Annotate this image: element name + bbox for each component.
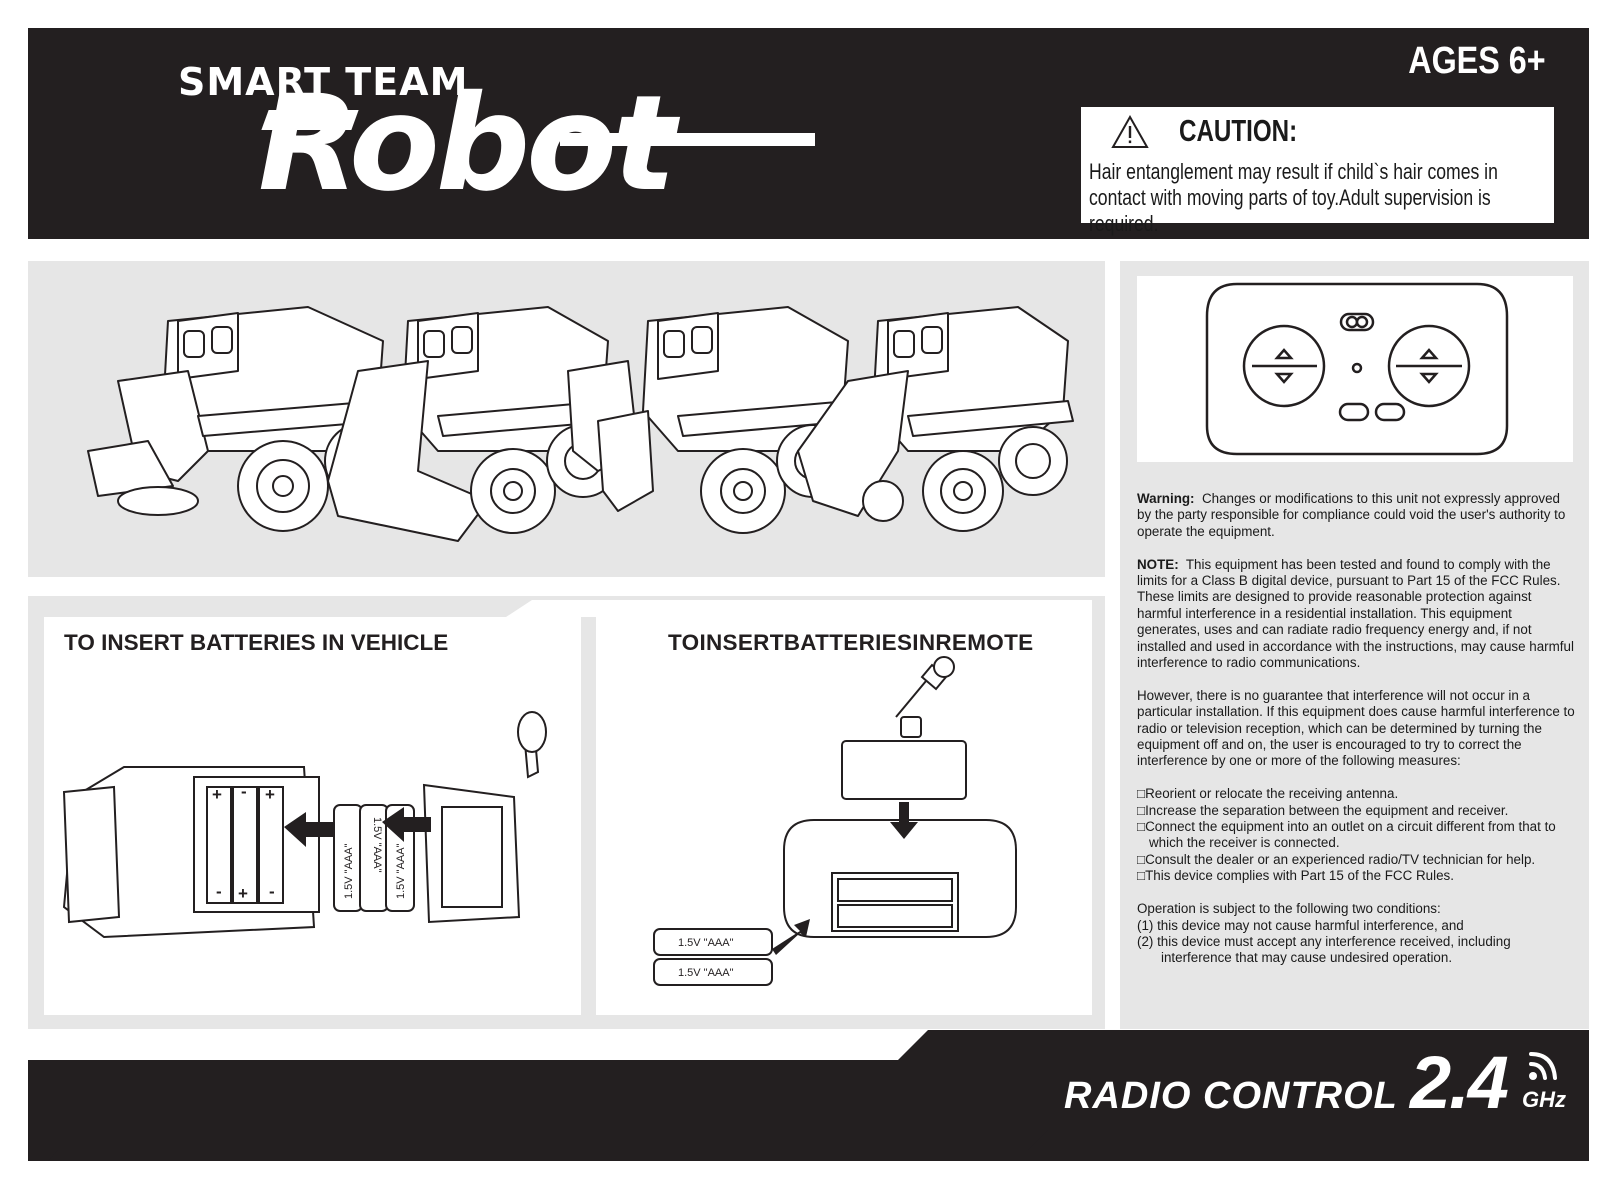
cell-label: 1.5V "AAA"	[395, 843, 407, 899]
battery-slot	[232, 786, 258, 904]
cell-plus: +	[212, 785, 222, 804]
left-button-icon	[1338, 402, 1370, 422]
measure-item: □This device complies with Part 15 of th…	[1137, 868, 1454, 884]
measure-item: □Consult the dealer or an experienced ra…	[1137, 851, 1536, 867]
battery-slot	[206, 786, 232, 904]
cell-minus: -	[241, 782, 247, 801]
remote-controller-illustration	[1205, 282, 1509, 456]
robot-variants-panel	[28, 261, 1105, 577]
frequency-unit: GHz	[1522, 1087, 1566, 1112]
cell-plus: +	[265, 785, 275, 804]
remote-battery-title: TOINSERTBATTERIESINREMOTE	[668, 630, 1034, 655]
condition-item: (2) this device must accept any interfer…	[1137, 933, 1511, 966]
cell-plus: +	[238, 884, 248, 903]
caution-box: CAUTION: Hair entanglement may result if…	[1081, 107, 1554, 236]
cell-label: 1.5V "AAA"	[678, 937, 734, 949]
warning-label: Warning:	[1137, 491, 1195, 506]
however-text: However, there is no guarantee that inte…	[1137, 687, 1575, 769]
robot-variants-illustration	[87, 306, 1074, 542]
caution-title: CAUTION:	[1179, 113, 1298, 148]
footer-banner	[28, 1030, 1589, 1161]
remote-battery-illustration: 1.5V "AAA" 1.5V "AAA"	[653, 656, 1017, 986]
note-text: This equipment has been tested and found…	[1137, 556, 1574, 671]
warning-triangle-icon	[1111, 115, 1149, 148]
battery-panel-tabs	[44, 600, 1092, 617]
robot-variant-3	[567, 306, 854, 534]
battery-slot	[258, 786, 284, 904]
measure-item: □Reorient or relocate the receiving ante…	[1137, 786, 1399, 802]
age-rating: AGES 6+	[1408, 40, 1546, 82]
operation-text: Operation is subject to the following tw…	[1137, 901, 1441, 917]
cell-label: 1.5V "AAA"	[678, 967, 734, 979]
battery-slot	[837, 904, 953, 928]
fcc-statement: Warning: Changes or modifications to thi…	[1137, 491, 1577, 967]
caution-text: Hair entanglement may result if child`s …	[1089, 159, 1498, 236]
cell-minus: -	[269, 882, 275, 901]
condition-item: (1) this device may not cause harmful in…	[1137, 917, 1464, 933]
frequency-value: 2.4	[1410, 1041, 1509, 1124]
cell-minus: -	[216, 882, 222, 901]
warning-text: Changes or modifications to this unit no…	[1137, 491, 1566, 539]
vehicle-battery-illustration: + - + - + - 1.5V "AAA" 1.5V "AAA" 1.5V "…	[62, 711, 547, 939]
note-label: NOTE:	[1137, 556, 1179, 572]
brand-tail-bar	[560, 133, 815, 146]
robot-variant-4	[797, 306, 1074, 532]
vehicle-battery-title: TO INSERT BATTERIES IN VEHICLE	[64, 630, 449, 655]
battery-slot	[837, 878, 953, 902]
measure-item: □Increase the separation between the equ…	[1137, 802, 1509, 818]
wireless-signal-icon	[1529, 1052, 1557, 1080]
measure-item: □Connect the equipment into an outlet on…	[1137, 819, 1556, 851]
cell-label: 1.5V "AAA"	[371, 817, 383, 873]
cell-label: 1.5V "AAA"	[343, 843, 355, 899]
radio-control-label: RADIO CONTROL	[1064, 1075, 1398, 1117]
brand-subtitle: SMART TEAM	[178, 60, 469, 104]
right-button-icon	[1374, 402, 1406, 422]
led-indicator-icon	[1351, 362, 1363, 374]
remote-illustration-box	[1137, 276, 1573, 462]
